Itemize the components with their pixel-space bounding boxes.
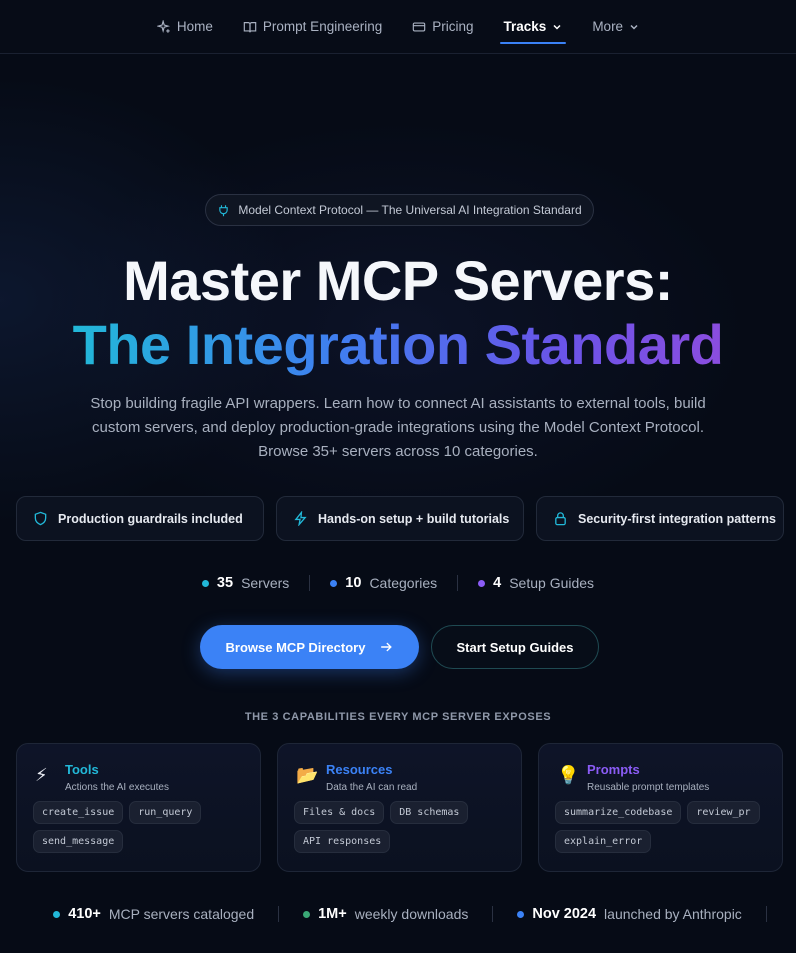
lightbulb-icon: 💡 xyxy=(557,765,580,785)
nav-item-more[interactable]: More xyxy=(580,0,651,54)
lightning-icon: ⚡ xyxy=(35,765,48,785)
stat-value: 35 xyxy=(216,575,234,591)
chip-list: summarize_codebase review_pr explain_err… xyxy=(555,801,766,853)
hero-title: Master MCP Servers: xyxy=(123,249,673,312)
hero-title-gradient: The Integration Standard xyxy=(0,312,796,377)
button-label: Start Setup Guides xyxy=(456,639,574,655)
stat-label: Setup Guides xyxy=(509,575,595,591)
divider xyxy=(457,575,459,591)
stat-value: Nov 2024 xyxy=(532,906,597,922)
stat-value: 10 xyxy=(345,575,362,591)
card-name: Tools xyxy=(65,762,99,777)
card-icon xyxy=(412,21,426,32)
sparkle-icon xyxy=(156,19,170,33)
chip: summarize_codebase xyxy=(555,801,682,824)
nav-label: Prompt Engineering xyxy=(262,19,383,34)
chip: review_pr xyxy=(687,801,760,824)
hero-badge: Model Context Protocol — The Universal A… xyxy=(205,194,594,226)
chip: create_issue xyxy=(33,801,124,824)
card-name: Resources xyxy=(326,762,393,777)
card-desc: Actions the AI executes xyxy=(65,782,169,793)
chip: run_query xyxy=(129,801,202,824)
nav-label: Pricing xyxy=(432,19,474,34)
top-nav: Home Prompt Engineering Pricing Tracks M… xyxy=(0,0,796,54)
capability-card-tools[interactable]: ⚡ Tools Actions the AI executes create_i… xyxy=(16,743,261,872)
stat-label: MCP servers cataloged xyxy=(108,906,255,922)
card-header: ⚡ Tools Actions the AI executes xyxy=(35,762,244,793)
card-desc: Reusable prompt templates xyxy=(587,782,710,793)
stat-setup-guides: 4 Setup Guides xyxy=(458,575,614,591)
stat-label: Servers xyxy=(241,575,290,591)
chip-list: create_issue run_query send_message xyxy=(33,801,244,853)
stat-value: 410+ xyxy=(68,906,101,922)
start-setup-guides-button[interactable]: Start Setup Guides xyxy=(431,625,599,669)
chip: Files & docs xyxy=(294,801,385,824)
nav-item-prompt-engineering[interactable]: Prompt Engineering xyxy=(231,0,394,54)
chevron-down-icon xyxy=(630,24,638,30)
stat-dot xyxy=(201,579,209,587)
card-desc: Data the AI can read xyxy=(326,782,418,793)
capabilities-title: THE 3 CAPABILITIES EVERY MCP SERVER EXPO… xyxy=(244,711,552,723)
chevron-down-icon xyxy=(553,24,561,30)
stat-categories: 10 Categories xyxy=(310,575,457,591)
bottom-stat-servers: 410+ MCP servers cataloged xyxy=(29,906,278,922)
stats-row: 35 Servers 10 Categories 4 Setup Guides xyxy=(0,571,796,595)
stat-dot xyxy=(517,910,525,918)
nav-label: Tracks xyxy=(503,19,547,34)
nav-label: Home xyxy=(176,19,213,34)
feature-label: Production guardrails included xyxy=(58,511,243,526)
divider xyxy=(278,906,280,922)
nav-item-pricing[interactable]: Pricing xyxy=(400,0,485,54)
hero-title-line2: The Integration Standard xyxy=(72,313,724,376)
capability-card-prompts[interactable]: 💡 Prompts Reusable prompt templates summ… xyxy=(538,743,783,872)
chip: send_message xyxy=(33,830,124,853)
chip: API responses xyxy=(294,830,391,853)
stat-label: Categories xyxy=(369,575,438,591)
arrow-right-icon xyxy=(381,642,393,652)
lock-icon xyxy=(555,512,566,526)
feature-list: Production guardrails included Hands-on … xyxy=(16,496,784,541)
stat-value: 1M+ xyxy=(318,906,347,922)
feature-label: Hands-on setup + build tutorials xyxy=(318,511,510,526)
nav-label: More xyxy=(592,19,624,34)
stat-value: 4 xyxy=(493,575,502,591)
capability-card-resources[interactable]: 📂 Resources Data the AI can read Files &… xyxy=(277,743,522,872)
divider xyxy=(765,906,767,922)
chip: DB schemas xyxy=(390,801,469,824)
book-icon xyxy=(243,21,257,32)
feature-hands-on-setup: Hands-on setup + build tutorials xyxy=(276,496,524,541)
bottom-stats: 410+ MCP servers cataloged 1M+ weekly do… xyxy=(0,903,796,925)
button-label: Browse MCP Directory xyxy=(225,639,366,655)
browse-directory-button[interactable]: Browse MCP Directory xyxy=(200,625,419,669)
divider xyxy=(492,906,494,922)
folder-icon: 📂 xyxy=(296,765,319,785)
card-header: 💡 Prompts Reusable prompt templates xyxy=(557,762,766,793)
bottom-stat-downloads: 1M+ weekly downloads xyxy=(279,906,492,922)
chip-list: Files & docs DB schemas API responses xyxy=(294,801,505,853)
feature-production-guardrails: Production guardrails included xyxy=(16,496,264,541)
shield-icon xyxy=(34,511,47,526)
bottom-stat-launch: Nov 2024 launched by Anthropic xyxy=(493,906,765,922)
stat-label: weekly downloads xyxy=(354,906,469,922)
chip: explain_error xyxy=(555,830,652,853)
badge-text: Model Context Protocol — The Universal A… xyxy=(238,203,582,217)
stat-servers: 35 Servers xyxy=(182,575,309,591)
stat-dot xyxy=(478,579,486,587)
card-name: Prompts xyxy=(587,762,640,777)
nav-item-tracks[interactable]: Tracks xyxy=(492,0,575,54)
bolt-icon xyxy=(294,511,307,526)
plug-icon xyxy=(219,204,229,216)
divider xyxy=(309,575,311,591)
feature-security-first: Security-first integration patterns xyxy=(536,496,784,541)
stat-dot xyxy=(303,910,311,918)
hero-subtitle: Stop building fragile API wrappers. Lear… xyxy=(90,395,706,460)
card-header: 📂 Resources Data the AI can read xyxy=(296,762,505,793)
stat-dot xyxy=(53,910,61,918)
stat-dot xyxy=(330,579,338,587)
nav-item-home[interactable]: Home xyxy=(145,0,225,54)
feature-label: Security-first integration patterns xyxy=(578,511,776,526)
stat-label: launched by Anthropic xyxy=(604,906,742,922)
